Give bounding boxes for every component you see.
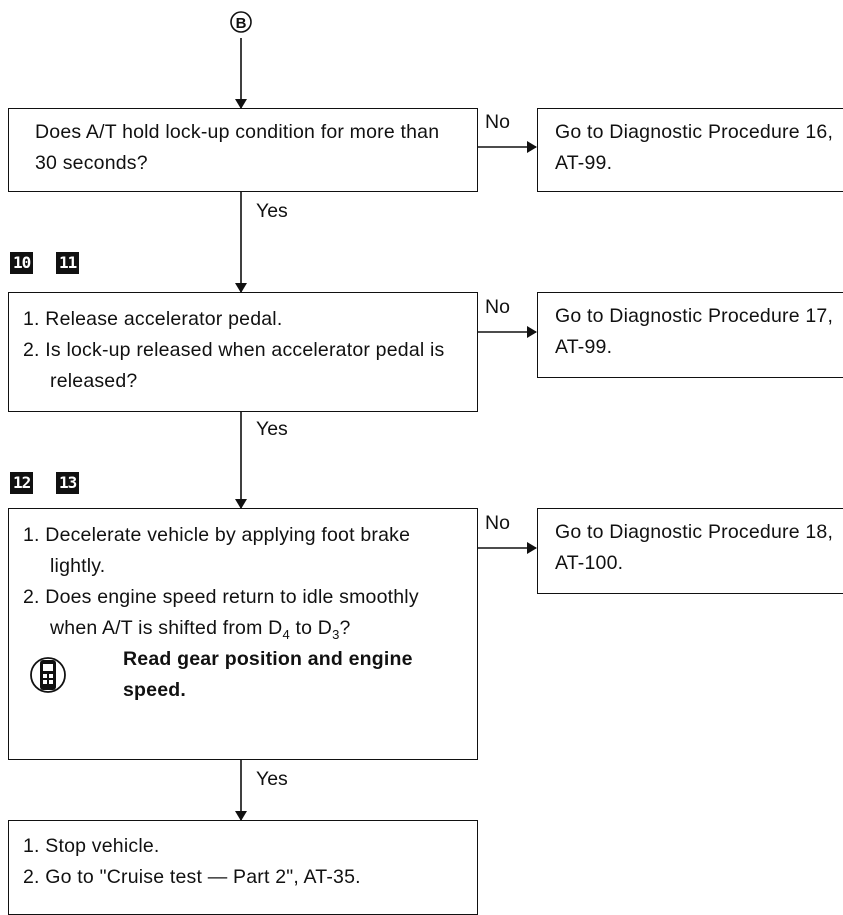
step2-item-1: 1. Release accelerator pedal. <box>23 308 283 330</box>
step3-question-box: 1. Decelerate vehicle by applying foot b… <box>8 508 478 760</box>
step3-no-action-box: Go to Diagnostic Procedure 18, AT-100. <box>537 508 843 594</box>
step3-no-action-text: Go to Diagnostic Procedure 18, AT-100. <box>555 521 834 574</box>
step2-yes-label: Yes <box>256 418 288 440</box>
step1-no-label: No <box>485 111 510 133</box>
step1-question-text: Does A/T hold lock-up condition for more… <box>35 121 440 174</box>
step2-no-action-text: Go to Diagnostic Procedure 17, AT-99. <box>555 305 834 358</box>
step2-no-label: No <box>485 296 510 318</box>
step3-item-2: 2. Does engine speed return to idle smoo… <box>23 586 419 642</box>
final-step-box: 1. Stop vehicle. 2. Go to "Cruise test —… <box>8 820 478 915</box>
step3-badge-13: 13 <box>56 472 80 494</box>
final-step-item-2: 2. Go to "Cruise test — Part 2", AT-35. <box>23 866 361 888</box>
step3-note: Read gear position and engine speed. <box>23 644 463 706</box>
step2-badge-10: 10 <box>10 252 34 274</box>
step3-no-label: No <box>485 512 510 534</box>
step2-no-action-box: Go to Diagnostic Procedure 17, AT-99. <box>537 292 843 378</box>
step2-item-2: 2. Is lock-up released when accelerator … <box>23 339 445 392</box>
step2-badge-11: 11 <box>56 252 80 274</box>
step3-yes-label: Yes <box>256 768 288 790</box>
step1-question-box: Does A/T hold lock-up condition for more… <box>8 108 478 192</box>
step3-item-1: 1. Decelerate vehicle by applying foot b… <box>23 524 411 577</box>
step3-badge-12: 12 <box>10 472 34 494</box>
start-connector: B <box>230 11 252 33</box>
consult-tester-icon <box>30 657 66 693</box>
start-connector-label: B <box>236 15 247 32</box>
step2-question-box: 1. Release accelerator pedal. 2. Is lock… <box>8 292 478 412</box>
step1-no-action-box: Go to Diagnostic Procedure 16, AT-99. <box>537 108 843 192</box>
step1-no-action-text: Go to Diagnostic Procedure 16, AT-99. <box>555 121 834 174</box>
step3-note-text: Read gear position and engine speed. <box>123 648 413 701</box>
final-step-item-1: 1. Stop vehicle. <box>23 835 160 857</box>
step1-yes-label: Yes <box>256 200 288 222</box>
